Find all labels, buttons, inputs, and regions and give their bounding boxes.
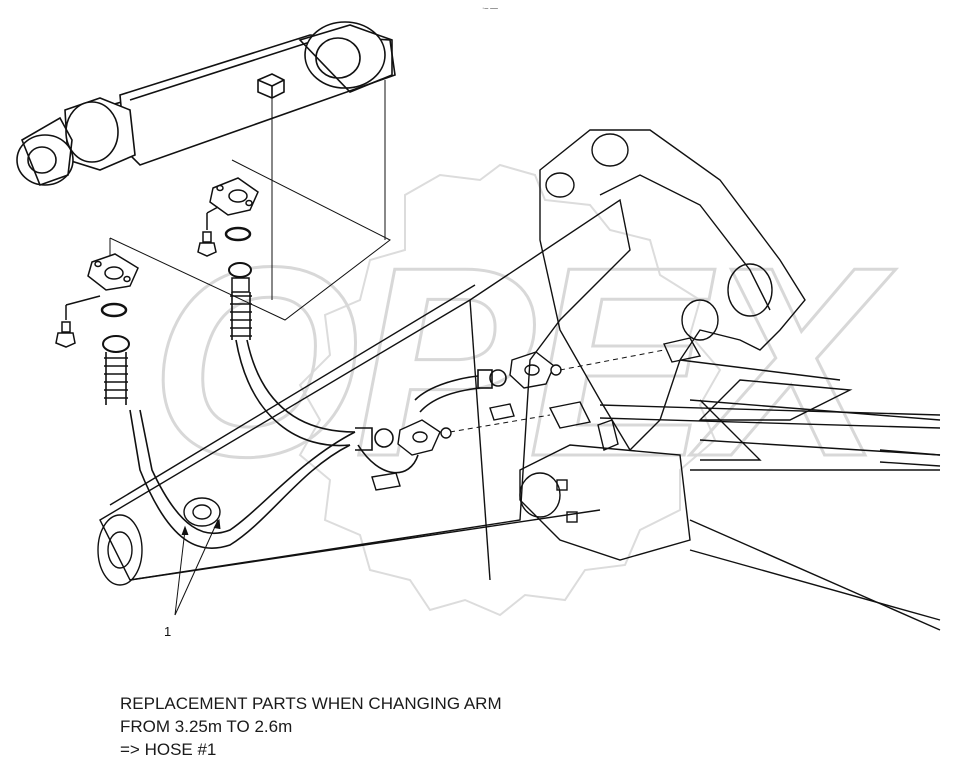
upper-flange-set	[197, 177, 259, 293]
callout-label-1: 1	[164, 624, 172, 639]
caption-line-2: FROM 3.25m TO 2.6m	[120, 717, 293, 736]
diagram-caption: REPLACEMENT PARTS WHEN CHANGING ARM FROM…	[120, 692, 502, 761]
callout-1-leaders	[174, 518, 221, 616]
hose-assemblies	[104, 292, 507, 549]
dashed-leaders	[449, 349, 665, 433]
cylinder-leader-lines	[109, 80, 391, 321]
lower-flange-set	[55, 253, 139, 353]
arm-side-fittings	[371, 351, 562, 491]
caption-line-3: => HOSE #1	[120, 740, 217, 759]
caption-line-1: REPLACEMENT PARTS WHEN CHANGING ARM	[120, 694, 502, 713]
hydraulic-cylinder	[16, 21, 396, 187]
excavator-arm	[97, 129, 941, 631]
header-mark: ·‒ ‒‒	[482, 5, 498, 12]
